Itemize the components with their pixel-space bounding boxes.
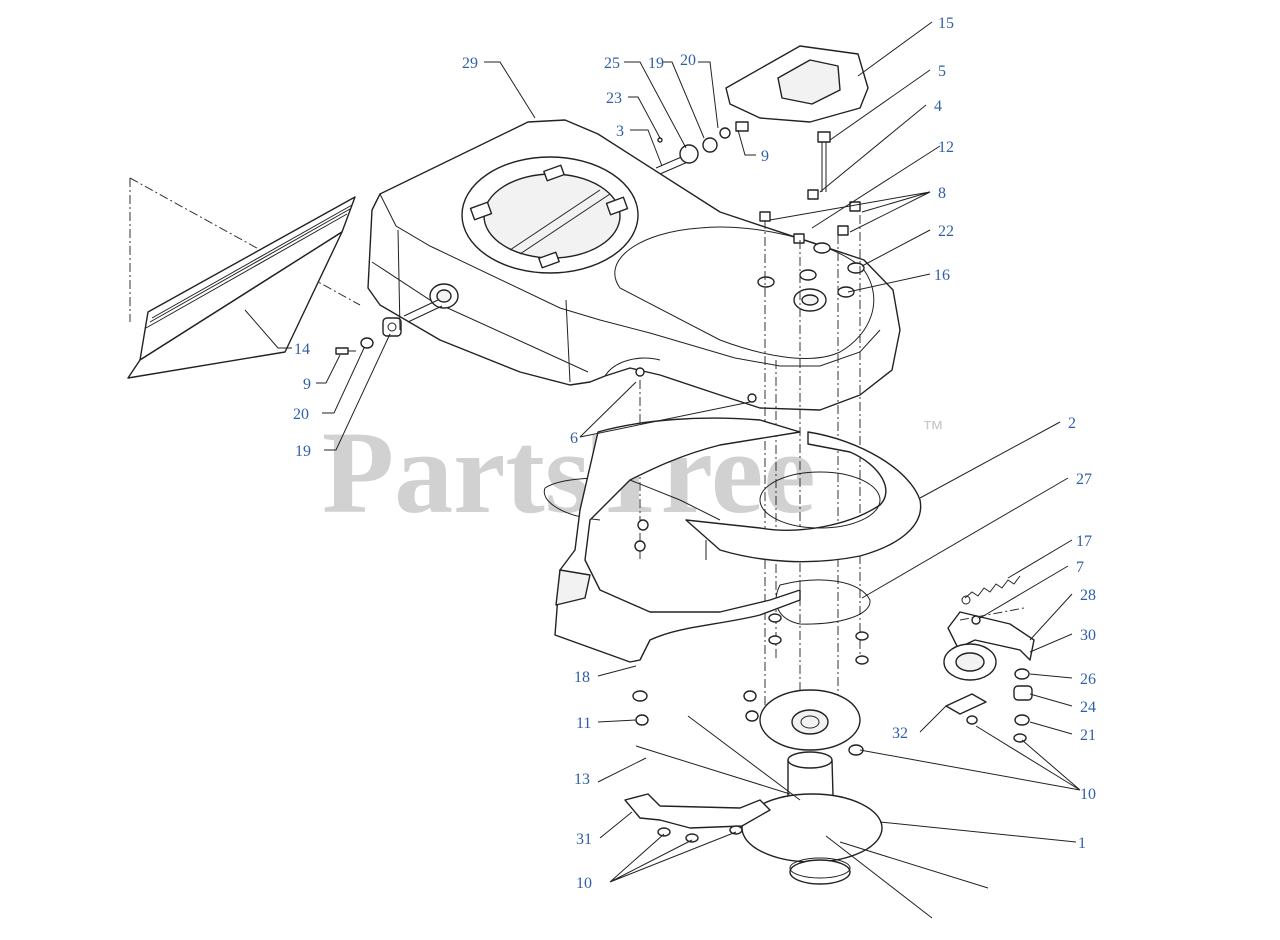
callout-9-top: 9	[761, 148, 769, 165]
top-cap	[725, 45, 869, 123]
spindle-assembly	[635, 689, 989, 919]
callout-13: 13	[574, 771, 590, 788]
callout-16: 16	[934, 267, 950, 284]
main-housing	[367, 119, 901, 411]
callout-3: 3	[616, 123, 624, 140]
callout-31: 31	[576, 831, 592, 848]
callout-20-left: 20	[293, 406, 309, 423]
callout-28: 28	[1080, 587, 1096, 604]
callout-20-top: 20	[680, 52, 696, 69]
callout-22: 22	[938, 223, 954, 240]
callout-27: 27	[1076, 471, 1092, 488]
callout-15: 15	[938, 15, 954, 32]
callout-7: 7	[1076, 559, 1084, 576]
callout-19-top: 19	[648, 55, 664, 72]
deflector-plate	[127, 177, 361, 379]
callouts: 15 5 4 12 8 22 16 29 25 19 20 23 3 9 14 …	[293, 15, 1096, 892]
callout-12: 12	[938, 139, 954, 156]
lower-shroud	[554, 417, 801, 663]
callout-26: 26	[1080, 671, 1096, 688]
callout-2: 2	[1068, 415, 1076, 432]
idler-pulley	[943, 643, 1033, 743]
callout-18: 18	[574, 669, 590, 686]
callout-24: 24	[1080, 699, 1096, 716]
callout-30: 30	[1080, 627, 1096, 644]
callout-29: 29	[462, 55, 478, 72]
callout-23: 23	[606, 90, 622, 107]
callout-10-right: 10	[1080, 786, 1096, 803]
callout-9-left: 9	[303, 376, 311, 393]
callout-4: 4	[934, 98, 942, 115]
tension-spring	[961, 575, 1021, 605]
callout-25: 25	[604, 55, 620, 72]
leader-lines	[244, 21, 1081, 883]
watermark-trademark: ™	[922, 416, 944, 441]
callout-5: 5	[938, 63, 946, 80]
top-hardware	[655, 121, 749, 175]
callout-11: 11	[576, 715, 591, 732]
callout-1: 1	[1078, 835, 1086, 852]
lower-bracket	[624, 793, 771, 843]
callout-10-left: 10	[576, 875, 592, 892]
callout-19-left: 19	[295, 443, 311, 460]
callout-6: 6	[570, 430, 578, 447]
callout-21: 21	[1080, 727, 1096, 744]
bolts	[757, 131, 865, 312]
callout-14: 14	[294, 341, 310, 358]
small-bracket	[945, 693, 987, 715]
callout-17: 17	[1076, 533, 1092, 550]
nuts-washers	[632, 613, 869, 756]
callout-8: 8	[938, 185, 946, 202]
left-hardware	[335, 317, 402, 355]
callout-32: 32	[892, 725, 908, 742]
